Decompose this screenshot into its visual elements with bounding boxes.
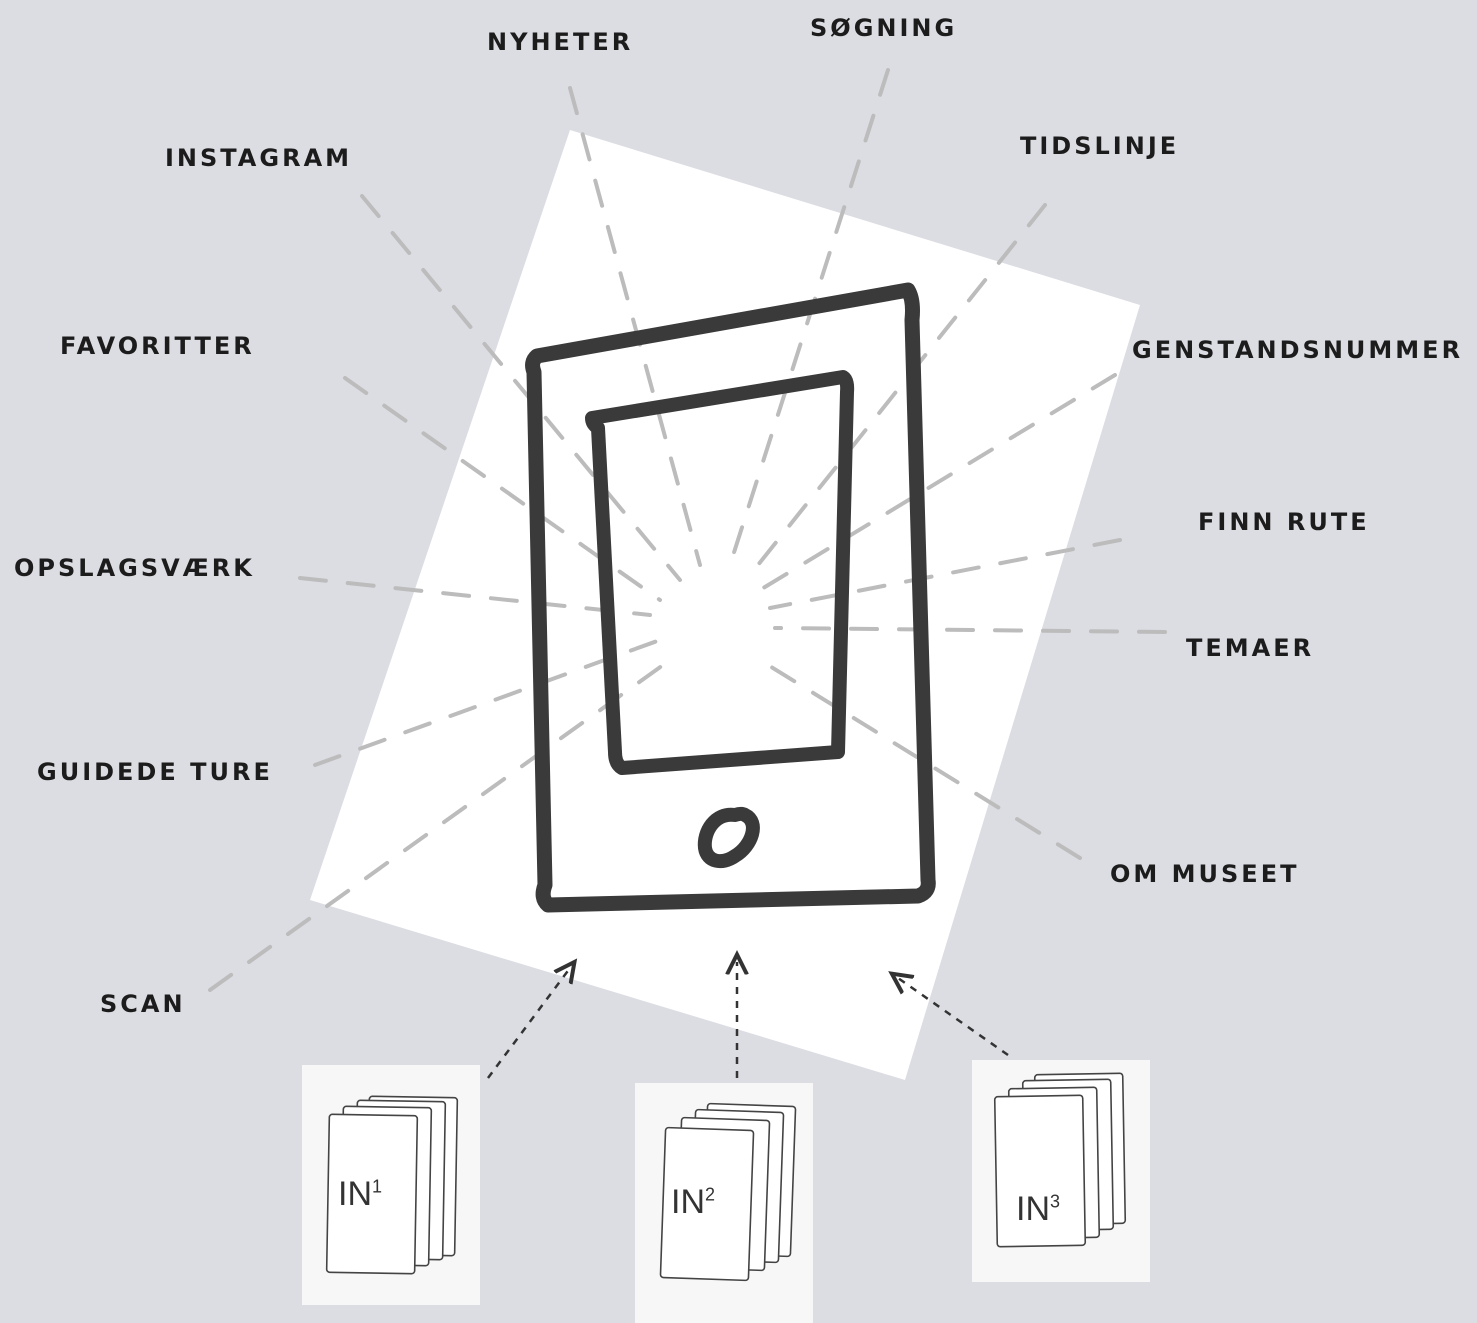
label-tidslinje: TIDSLINJE (1020, 132, 1180, 160)
label-opslagsvaerk: OPSLAGSVÆRK (14, 554, 255, 582)
input-label-2: IN2 (671, 1183, 716, 1221)
page-stack-icon (659, 1102, 797, 1282)
label-temaer: TEMAER (1186, 634, 1315, 662)
page-stack-icon (993, 1072, 1127, 1248)
input-arrows (486, 962, 1009, 1079)
label-favoritter: FAVORITTER (60, 332, 255, 360)
tablet-sketch (525, 282, 936, 913)
label-instagram: INSTAGRAM (165, 144, 353, 172)
label-finn-rute: FINN RUTE (1198, 508, 1370, 536)
tablet-outer-frame (525, 282, 936, 913)
label-guidede-ture: GUIDEDE TURE (37, 758, 273, 786)
paper-sheet (310, 130, 1140, 1080)
input-card-2: IN2 (635, 1083, 813, 1323)
tablet-home-button (697, 806, 760, 869)
input-card-3: IN3 (972, 1060, 1150, 1282)
input-card-1: IN1 (302, 1065, 480, 1305)
radiating-dashed-lines (208, 68, 1167, 992)
label-sogning: SØGNING (810, 14, 958, 42)
arrow-in1 (486, 968, 570, 1079)
label-om-museet: OM MUSEET (1110, 860, 1300, 888)
label-genstandsnummer: GENSTANDSNUMMER (1132, 336, 1464, 364)
input-label-1: IN1 (338, 1175, 383, 1213)
label-nyheter: NYHETER (487, 28, 634, 56)
tablet-screen (585, 370, 855, 775)
input-label-3: IN3 (1016, 1190, 1061, 1228)
label-scan: SCAN (100, 990, 186, 1018)
page-stack-icon (325, 1095, 459, 1275)
